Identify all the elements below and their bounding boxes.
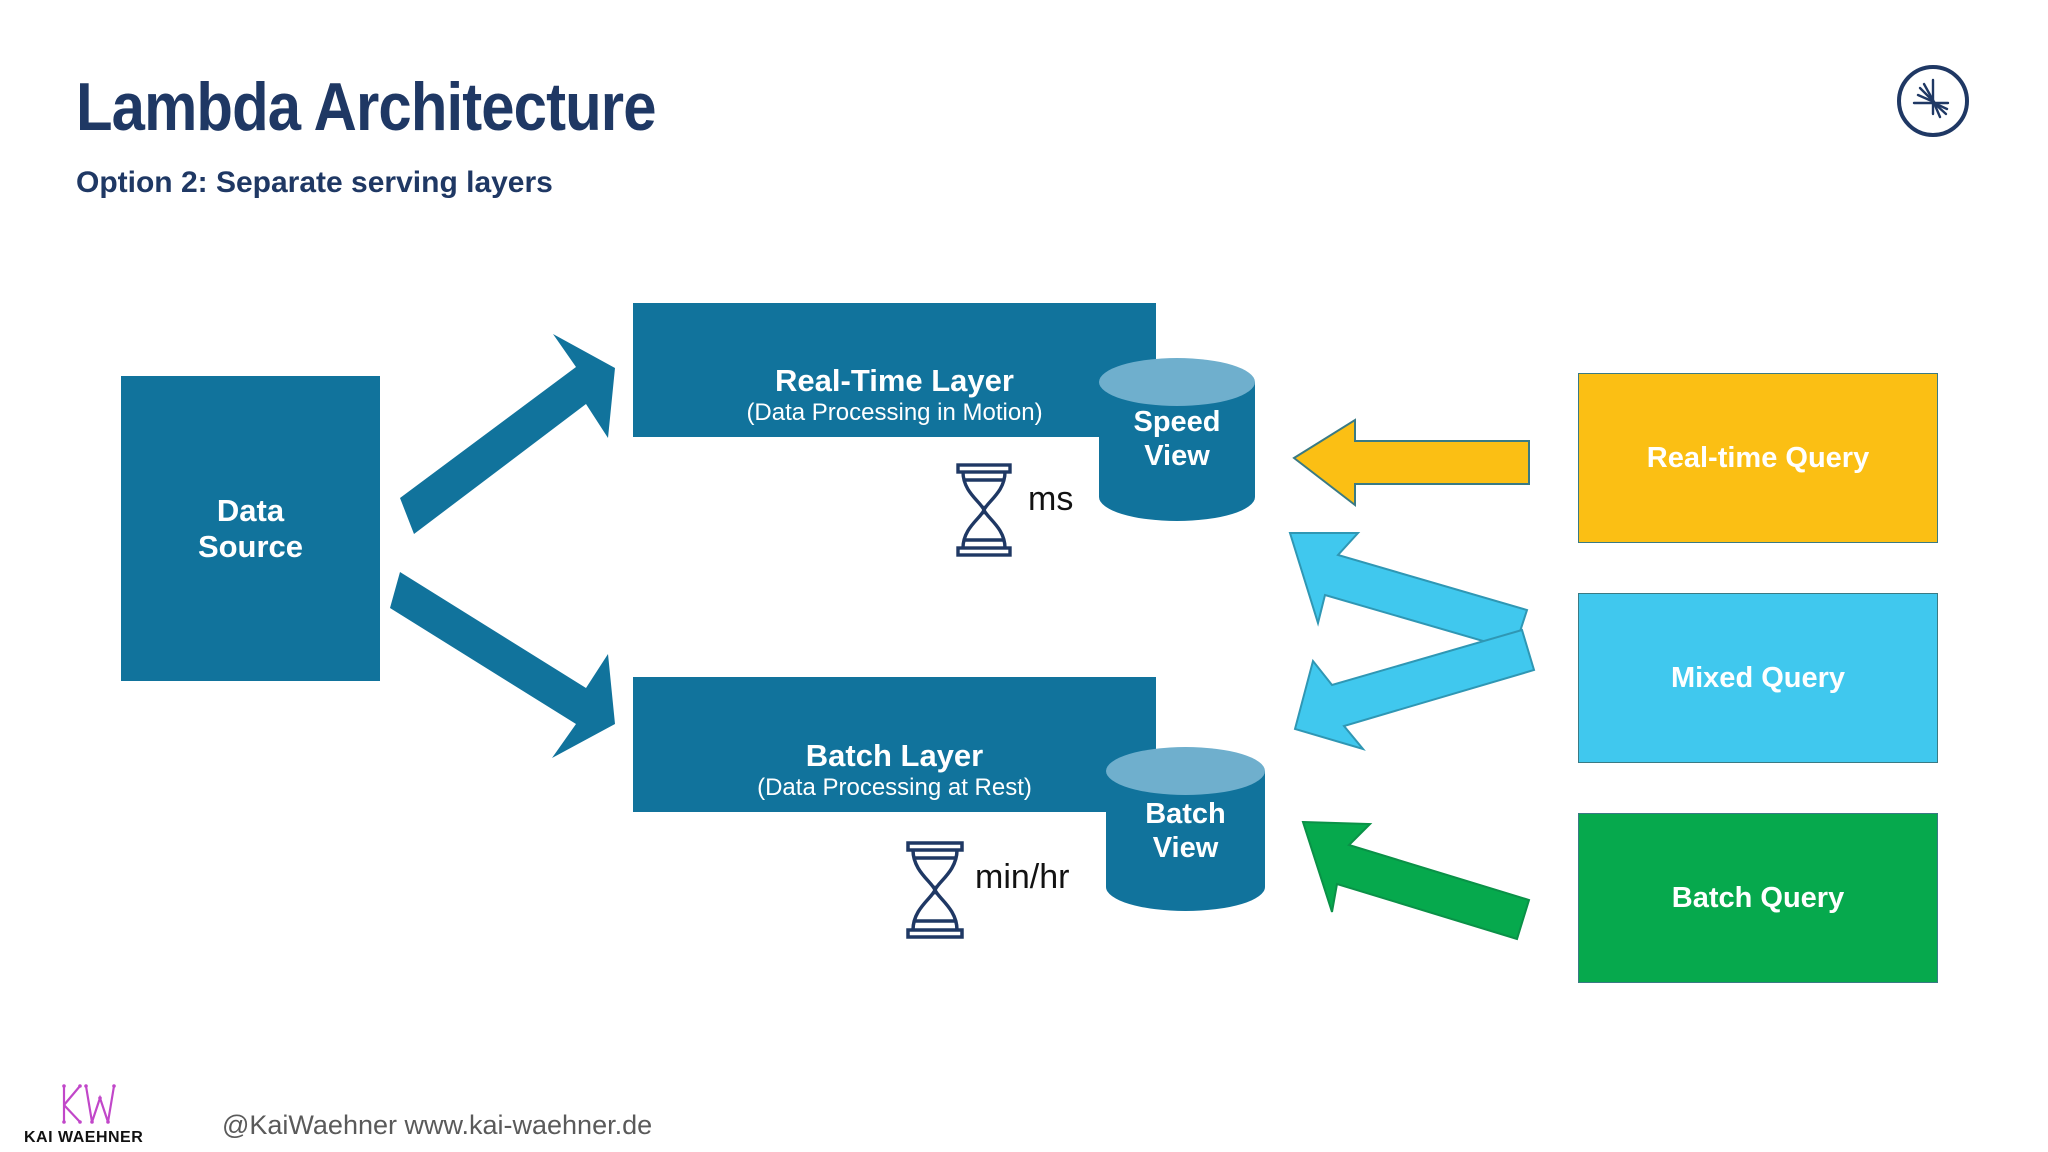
cylinder-shape [1099,358,1255,521]
starburst-circle-icon [1897,65,1969,137]
realtime-query-label: Real-time Query [1646,441,1870,474]
footer-handle-and-site: @KaiWaehner www.kai-waehner.de [222,1110,653,1140]
hourglass-icon [906,841,964,939]
cylinder-shape [1106,747,1265,911]
arrow-data-source-to-realtime [400,334,615,534]
arrow-realtime-query-to-speed-view [1292,418,1530,508]
data-source-box[interactable]: Data Source [121,376,380,681]
mixed-query-label: Mixed Query [1670,661,1846,694]
speed-view-cylinder[interactable]: Speed View [1097,356,1257,523]
realtime-query-box[interactable]: Real-time Query [1578,373,1938,543]
batch-view-cylinder[interactable]: Batch View [1104,745,1267,913]
data-source-label: Data Source [197,492,304,564]
realtime-layer-subtitle: (Data Processing in Motion) [746,399,1043,427]
batch-layer-label: Batch Layer (Data Processing at Rest) [757,738,1032,802]
arrow-mixed-query-to-batch-view [1293,628,1536,751]
batch-layer-box[interactable]: Batch Layer (Data Processing at Rest) [633,677,1156,812]
kai-waehner-wordmark: KAI WAEHNER [24,1129,143,1146]
latency-label-realtime: ms [1028,480,1074,518]
batch-query-label: Batch Query [1671,881,1845,914]
arrow-mixed-query-to-speed-view [1288,532,1529,652]
page-subtitle: Option 2: Separate serving layers [76,166,553,199]
mixed-query-box[interactable]: Mixed Query [1578,593,1938,763]
arrow-batch-query-to-batch-view [1301,820,1531,941]
batch-layer-title: Batch Layer [805,738,984,774]
realtime-layer-label: Real-Time Layer (Data Processing in Moti… [746,363,1042,427]
hourglass-icon [956,463,1012,557]
kai-waehner-logo: KAI WAEHNER [24,1084,143,1146]
arrow-data-source-to-batch [390,572,615,758]
realtime-layer-box[interactable]: Real-Time Layer (Data Processing in Moti… [633,303,1156,437]
batch-layer-subtitle: (Data Processing at Rest) [757,774,1032,802]
latency-label-batch: min/hr [975,858,1070,896]
realtime-layer-title: Real-Time Layer [775,363,1014,399]
page-title: Lambda Architecture [76,69,656,145]
batch-query-box[interactable]: Batch Query [1578,813,1938,983]
